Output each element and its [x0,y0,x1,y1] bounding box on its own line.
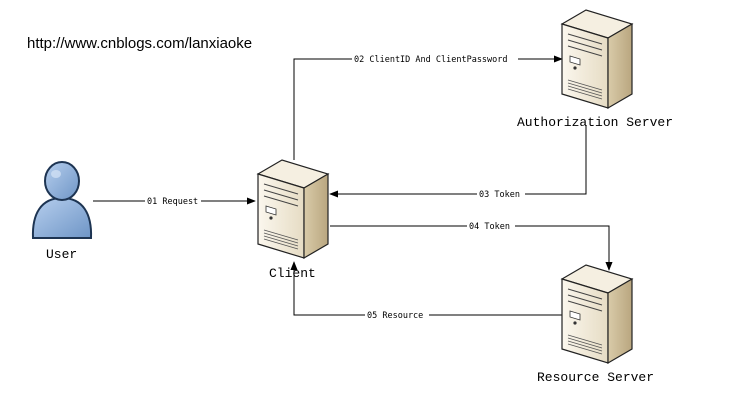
svg-text:04 Token: 04 Token [469,222,510,232]
edge-resource-label: 05 Resource [365,309,429,321]
user-icon [31,161,93,239]
svg-text:05 Resource: 05 Resource [367,311,423,321]
edge-token-to-client-label: 03 Token [477,188,525,200]
edge-token-to-resource-line [330,225,613,271]
authorization-server-icon [561,9,633,109]
edge-token-to-resource-label: 04 Token [467,220,515,232]
svg-text:03 Token: 03 Token [479,190,520,200]
edge-credentials-line [293,55,563,160]
svg-text:01 Request: 01 Request [147,197,198,207]
edge-token-to-client-line [329,125,587,198]
edge-request-label: 01 Request [145,195,201,207]
client-server-icon [257,159,329,259]
user-label: User [46,247,77,262]
resource-server-label: Resource Server [537,370,654,385]
edge-resource-line [290,261,562,316]
authorization-server-label: Authorization Server [517,115,673,130]
svg-text:02 ClientID And ClientPassword: 02 ClientID And ClientPassword [354,55,508,65]
watermark-url: http://www.cnblogs.com/lanxiaoke [27,35,253,52]
client-label: Client [269,266,316,281]
edge-credentials-label: 02 ClientID And ClientPassword [352,53,518,65]
resource-server-icon [561,264,633,364]
